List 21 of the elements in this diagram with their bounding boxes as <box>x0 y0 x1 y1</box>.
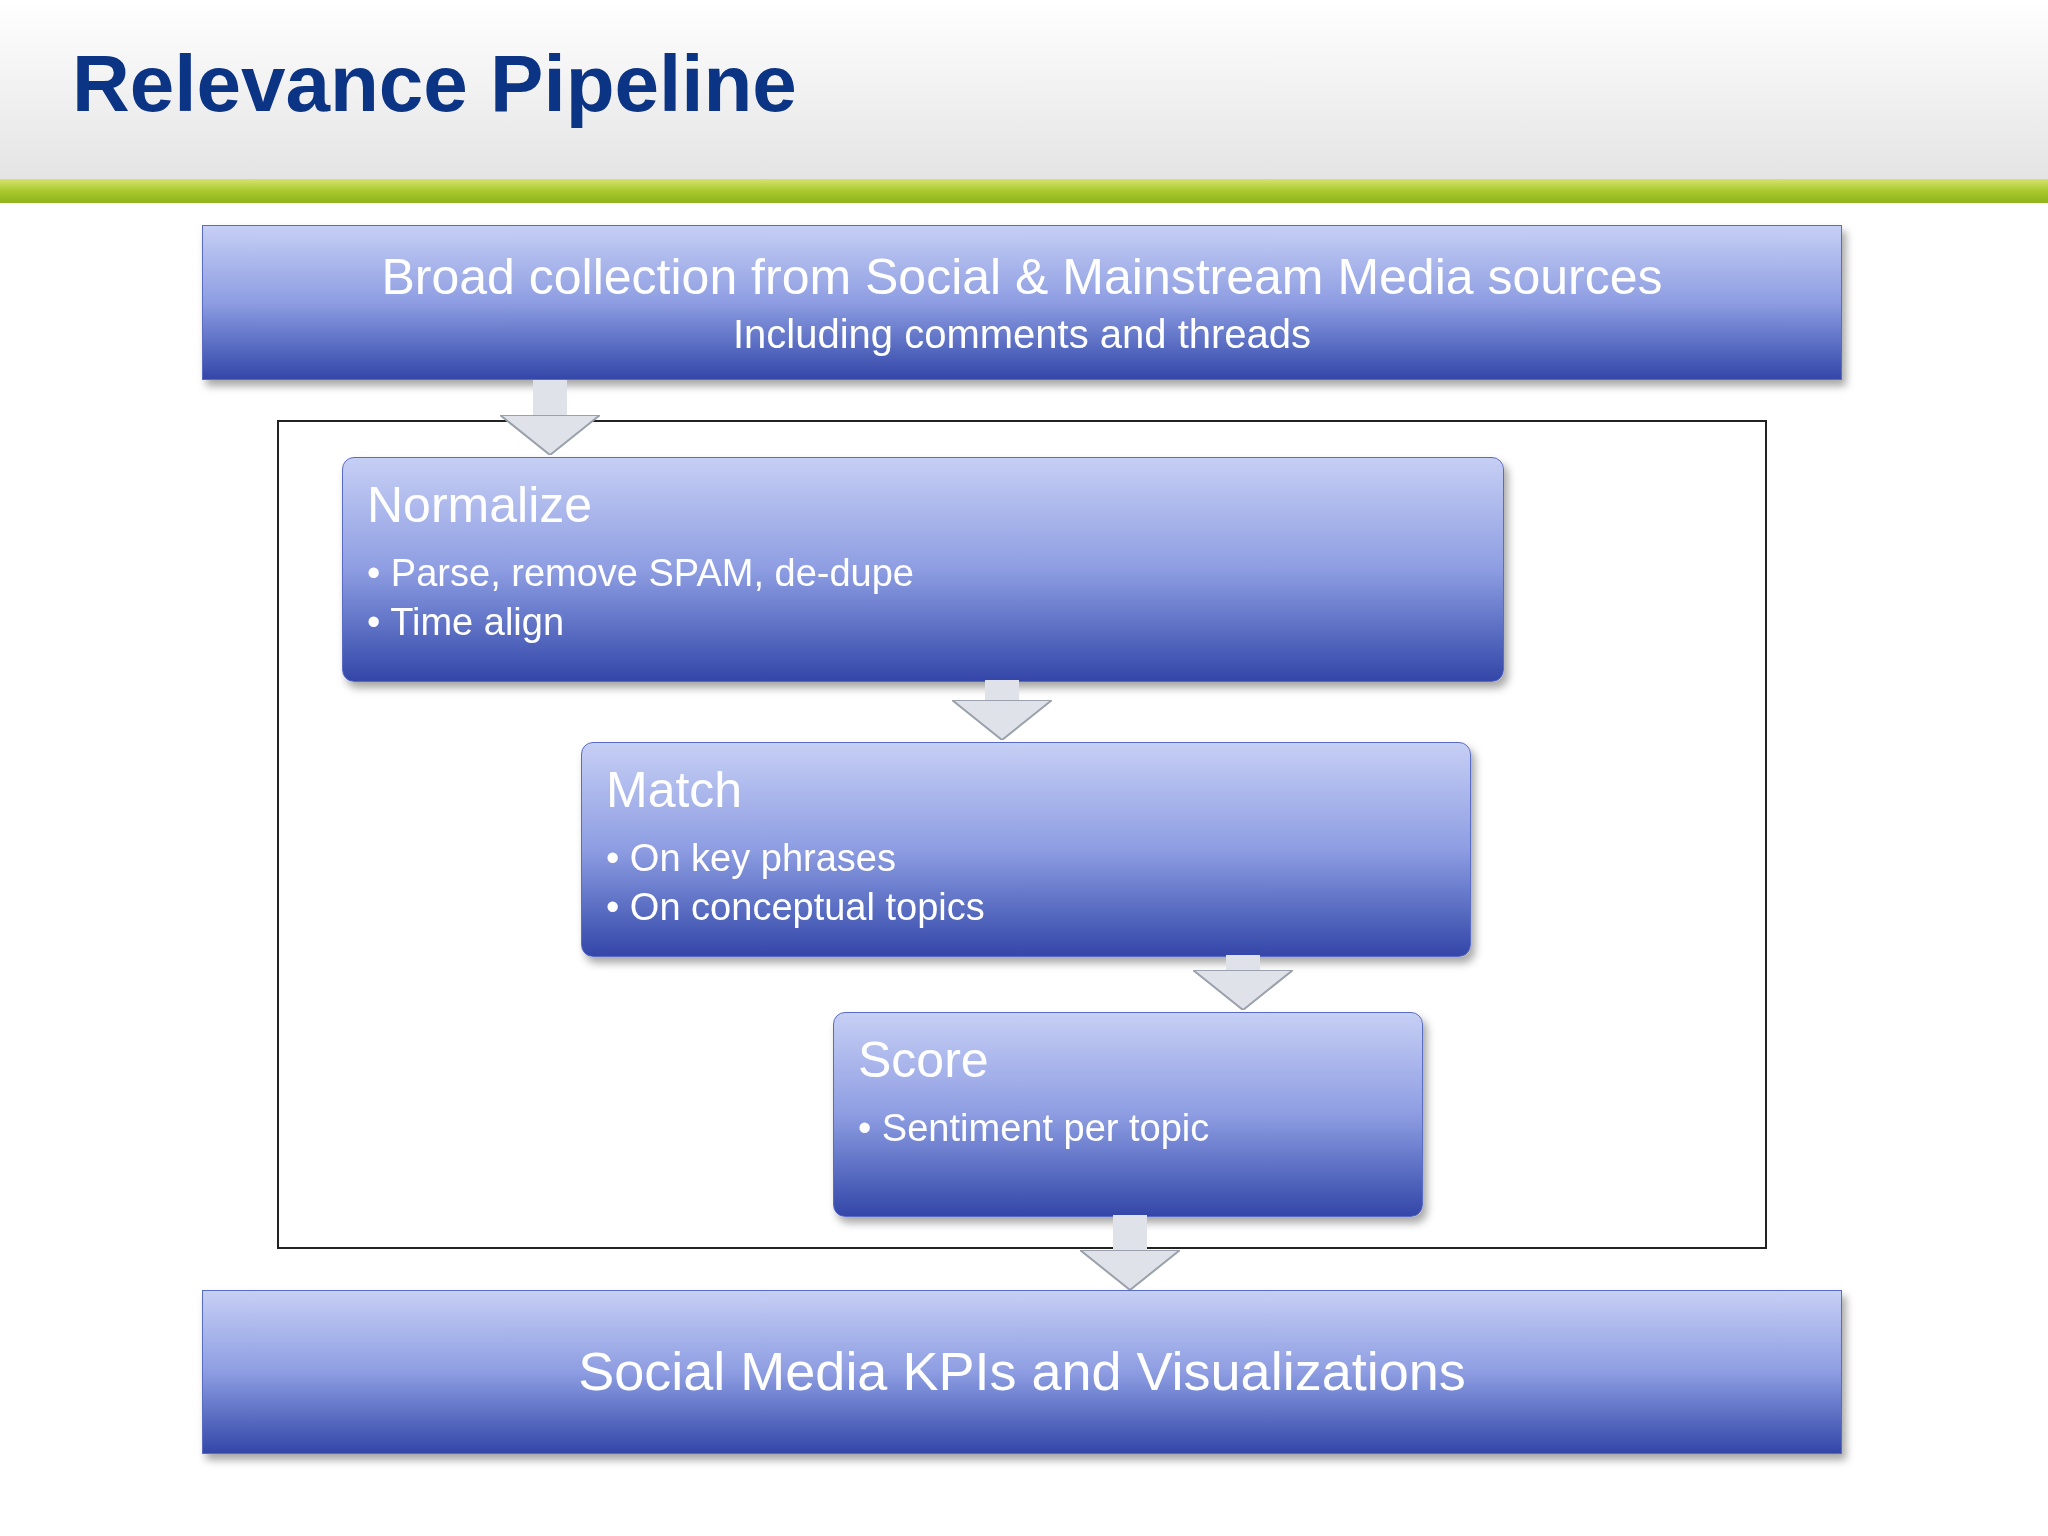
step-box <box>342 457 1504 682</box>
step-box <box>833 1012 1423 1217</box>
bullet-item: • Time align <box>367 599 565 645</box>
bullet-item: • On conceptual topics <box>606 884 985 930</box>
banner-box <box>202 225 1842 380</box>
block-arrow <box>951 680 1053 741</box>
banner-subtitle: Including comments and threads <box>732 310 1312 358</box>
step-box <box>581 742 1471 957</box>
block-arrow <box>1079 1215 1181 1291</box>
step-heading: Score <box>858 1031 989 1090</box>
bullet-item: • Parse, remove SPAM, de-dupe <box>367 550 914 596</box>
banner-heading: Social Media KPIs and Visualizations <box>578 1340 1466 1404</box>
step-heading: Match <box>606 761 743 820</box>
bullet-item: • On key phrases <box>606 835 896 881</box>
banner-box <box>202 1290 1842 1454</box>
step-heading: Normalize <box>367 476 593 535</box>
group-frame <box>277 420 1767 1249</box>
block-arrow <box>1192 955 1294 1011</box>
block-arrow <box>499 380 601 456</box>
banner-heading: Broad collection from Social & Mainstream Media sources <box>381 248 1663 308</box>
bullet-item: • Sentiment per topic <box>858 1105 1210 1151</box>
